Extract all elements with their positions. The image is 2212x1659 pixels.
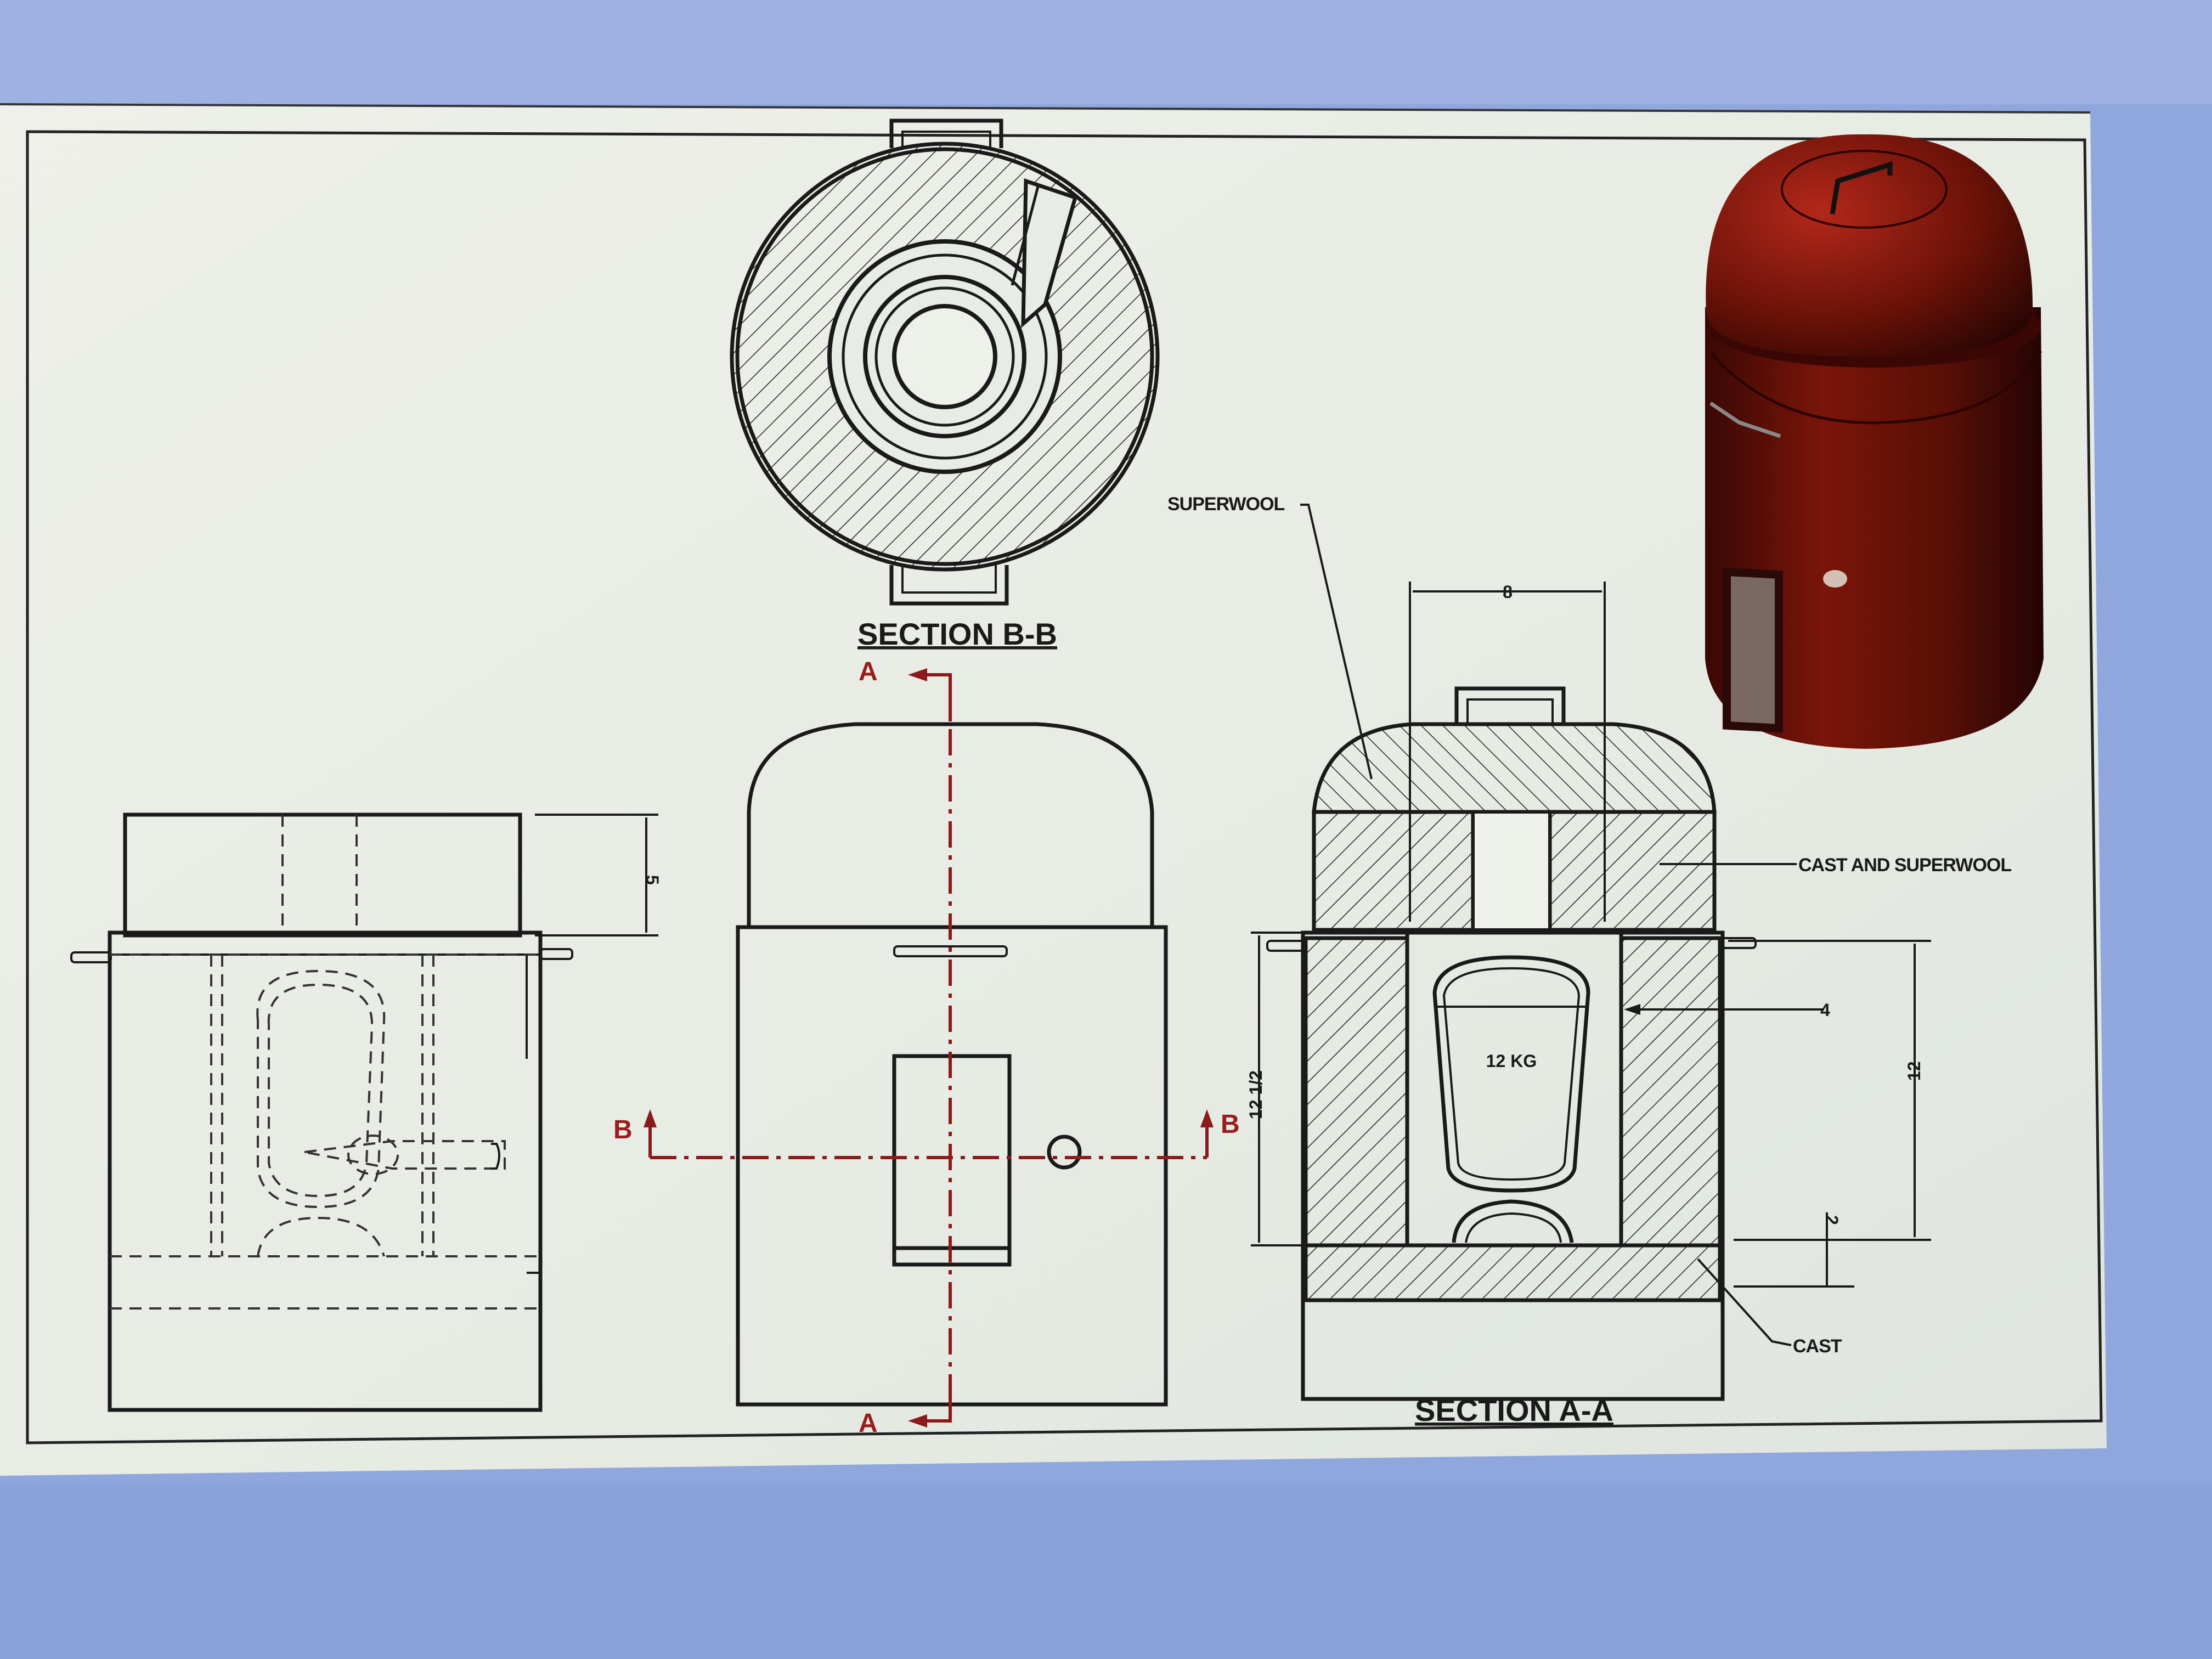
cut-marker-a-bottom: A bbox=[859, 1409, 878, 1438]
dim-opening-width: 8 bbox=[1503, 582, 1513, 602]
front-view: A A B B bbox=[613, 657, 1240, 1438]
section-b-b-view: SECTION B-B bbox=[730, 119, 1160, 651]
cut-marker-b-right: B bbox=[1221, 1110, 1240, 1139]
section-a-a-title: SECTION A-A bbox=[1415, 1393, 1613, 1427]
section-b-b-title: SECTION B-B bbox=[857, 617, 1057, 651]
drawing-border bbox=[26, 130, 2103, 1444]
cut-marker-a-top: A bbox=[859, 657, 878, 686]
callout-superwool: SUPERWOOL bbox=[1167, 494, 1285, 515]
section-a-a-view: 12 KG SECTION A-A 8 12 1/2 12 2 4 SUPERW… bbox=[1167, 494, 2012, 1427]
dim-base-thickness: 2 bbox=[1822, 1215, 1842, 1225]
callout-cast-and-superwool: CAST AND SUPERWOOL bbox=[1798, 855, 2011, 876]
dim-inner-height: 12 bbox=[1904, 1061, 1924, 1081]
drawing-sheet bbox=[0, 104, 2107, 1476]
dim-wall-thickness: 4 bbox=[1820, 1000, 1830, 1020]
dim-total-body-height: 12 1/2 bbox=[1246, 1070, 1266, 1119]
crucible-label: 12 KG bbox=[1486, 1051, 1537, 1071]
render-3d-view bbox=[1705, 134, 2044, 749]
cut-marker-b-left: B bbox=[613, 1115, 633, 1144]
dim-lid-height: 5 bbox=[642, 875, 662, 885]
side-view: 5 bbox=[70, 812, 662, 1412]
callout-cast: CAST bbox=[1793, 1336, 1842, 1357]
